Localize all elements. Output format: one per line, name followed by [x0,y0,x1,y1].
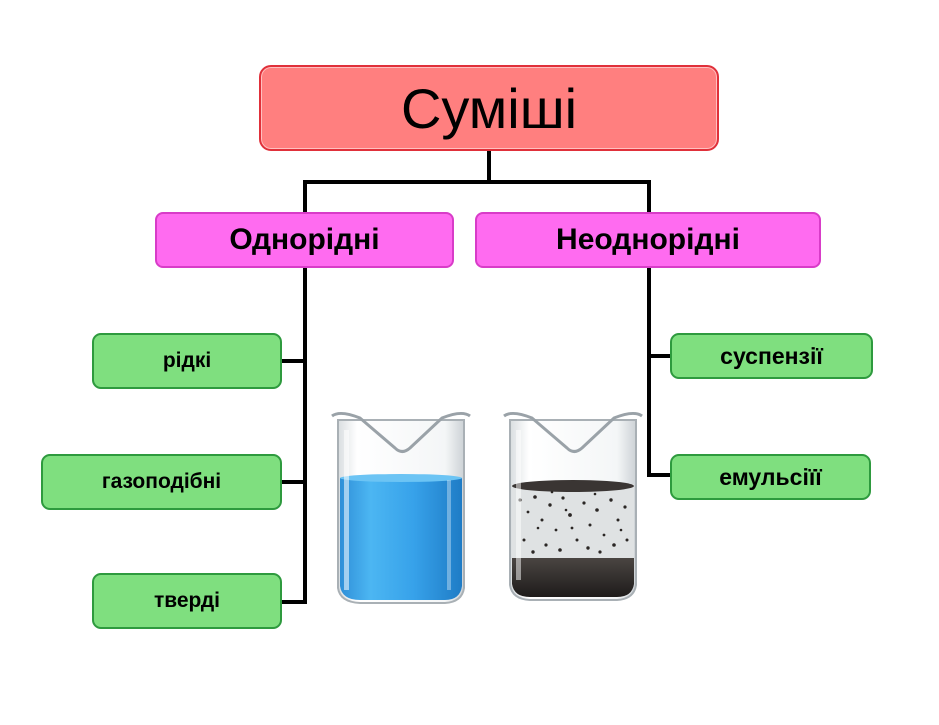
leaf-solid-label: тверді [153,589,221,612]
root-connector [303,149,651,214]
homogeneous-connector [280,266,307,604]
leaf-gaseous: газоподібні [41,454,282,510]
beaker-blue [331,411,471,604]
blue-liquid [340,478,462,600]
category-heterogeneous-label: Неоднорідні [556,223,740,256]
heterogeneous-connector [647,266,672,477]
category-homogeneous-label: Однорідні [229,223,380,256]
leaf-solid: тверді [92,573,282,629]
leaf-emulsions: емульсіїї [670,454,871,500]
dark-sediment [512,558,634,597]
leaf-gaseous-label: газоподібні [101,470,222,493]
category-heterogeneous: Неоднорідні [475,212,821,268]
leaf-liquid: рідкі [92,333,282,389]
root-label: Суміші [400,76,578,140]
leaf-suspensions: суспензії [670,333,873,379]
category-homogeneous: Однорідні [155,212,454,268]
leaf-suspensions-label: суспензії [720,342,823,369]
beaker-dark [503,411,643,601]
leaf-liquid-label: рідкі [162,349,212,372]
leaf-emulsions-label: емульсіїї [719,463,822,490]
root-node-mixtures: Суміші [259,65,719,151]
